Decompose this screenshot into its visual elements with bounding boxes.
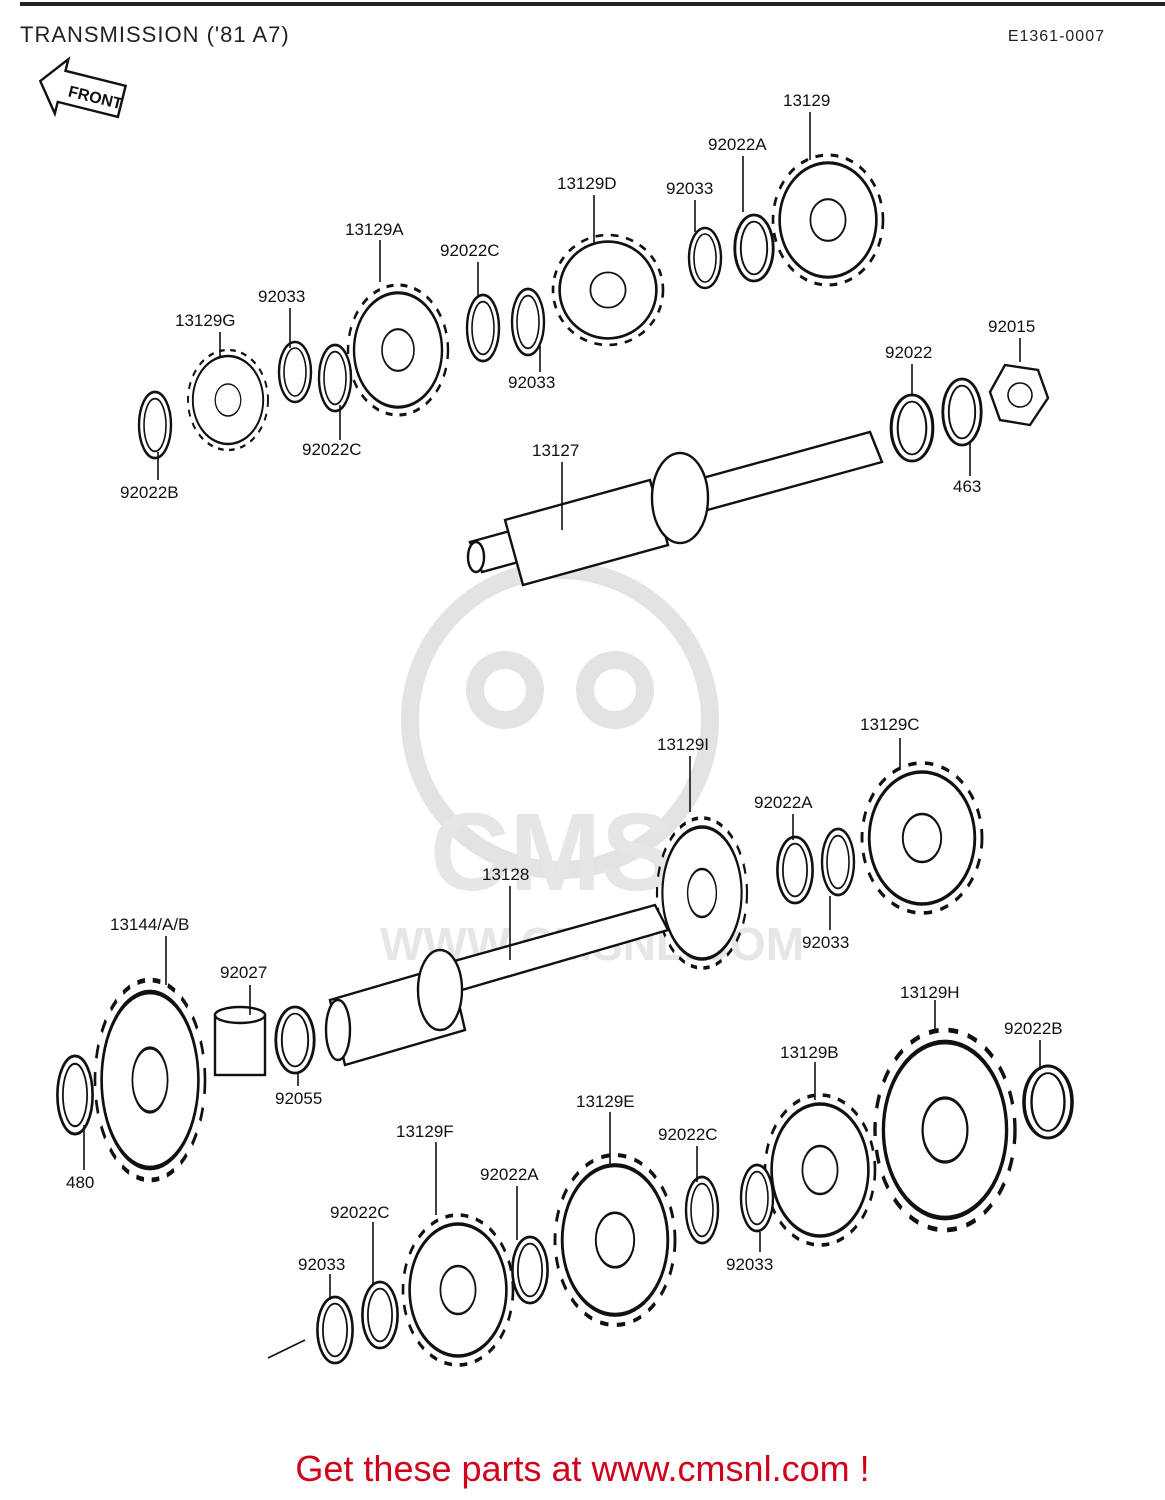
nut-92015[interactable] — [988, 363, 1050, 427]
footer-cta-link[interactable]: Get these parts at www.cmsnl.com ! — [295, 1448, 870, 1489]
label-92022B-top: 92022B — [120, 483, 179, 502]
label-92022C-bot1: 92022C — [658, 1125, 718, 1144]
washer-92022B-bot[interactable] — [1022, 1064, 1074, 1140]
label-13129G: 13129G — [175, 311, 236, 330]
ring-92022A-bot[interactable] — [511, 1235, 549, 1305]
front-arrow-icon: FRONT — [38, 56, 128, 119]
part-labels: 13129 92022A 92033 13129D 13129A 92022C … — [66, 91, 1063, 1274]
circlip-92033-top2[interactable] — [510, 287, 546, 357]
part-13129B[interactable] — [763, 1093, 877, 1247]
label-463: 463 — [953, 477, 981, 496]
label-13144: 13144/A/B — [110, 915, 189, 934]
part-13129G[interactable] — [186, 348, 270, 452]
circlip-92033-bot2[interactable] — [316, 1295, 354, 1365]
label-13129C: 13129C — [860, 715, 920, 734]
part-13127-shaft[interactable] — [466, 430, 884, 587]
lower-axis-line — [267, 1339, 306, 1359]
ring-92022C-top1[interactable] — [465, 293, 501, 363]
part-13129F[interactable] — [401, 1213, 515, 1367]
label-92015: 92015 — [988, 317, 1035, 336]
washer-463[interactable] — [941, 377, 983, 447]
label-92033-mid: 92033 — [802, 933, 849, 952]
label-92027: 92027 — [220, 963, 267, 982]
collar-92027[interactable] — [213, 1005, 267, 1077]
diagram-title: TRANSMISSION ('81 A7) — [20, 22, 290, 47]
washer-92022B-top[interactable] — [137, 390, 173, 460]
label-480: 480 — [66, 1173, 94, 1192]
part-13128-shaft[interactable] — [324, 903, 670, 1067]
label-92022C-bot2: 92022C — [330, 1203, 390, 1222]
ring-92022C-bot2[interactable] — [361, 1280, 399, 1350]
label-92022C-top1: 92022C — [440, 241, 500, 260]
label-13129F: 13129F — [396, 1122, 454, 1141]
label-92033-top2: 92033 — [508, 373, 555, 392]
part-13129C[interactable] — [860, 761, 984, 915]
label-13129D: 13129D — [557, 174, 617, 193]
label-13128: 13128 — [482, 865, 529, 884]
label-13127: 13127 — [532, 441, 579, 460]
exploded-diagram: CMS WWW.CMSNL.COM FRONT — [38, 56, 1074, 1367]
label-13129I: 13129I — [657, 735, 709, 754]
circlip-92033-mid[interactable] — [820, 827, 856, 897]
ring-92022A-top[interactable] — [733, 213, 775, 283]
label-92022C-top2: 92022C — [302, 440, 362, 459]
label-92022B-bot: 92022B — [1004, 1019, 1063, 1038]
circlip-92033-top3[interactable] — [277, 340, 313, 404]
label-92033-bot2: 92033 — [298, 1255, 345, 1274]
watermark-text: CMS — [430, 791, 674, 914]
label-13129H: 13129H — [900, 983, 960, 1002]
part-13129-top[interactable] — [771, 153, 885, 287]
leader-lines — [83, 112, 1041, 1300]
label-92022-top: 92022 — [885, 343, 932, 362]
part-13129A[interactable] — [346, 283, 450, 417]
diagram-code: E1361-0007 — [1007, 28, 1105, 45]
label-92022A-mid: 92022A — [754, 793, 813, 812]
part-13129D[interactable] — [551, 233, 665, 347]
label-92033-top3: 92033 — [258, 287, 305, 306]
part-13144[interactable] — [95, 980, 205, 1180]
ring-92022C-bot1[interactable] — [684, 1175, 720, 1245]
circlip-92033-top1[interactable] — [687, 226, 723, 290]
circlip-92033-bot1[interactable] — [739, 1163, 775, 1233]
label-92033-top1: 92033 — [666, 179, 713, 198]
top-rule — [20, 2, 1165, 6]
ring-92055[interactable] — [274, 1005, 316, 1075]
ring-92022C-top2[interactable] — [317, 343, 353, 413]
label-13129-top: 13129 — [783, 91, 830, 110]
label-13129A: 13129A — [345, 220, 404, 239]
circlip-480[interactable] — [55, 1054, 95, 1136]
label-13129B: 13129B — [780, 1043, 839, 1062]
part-13129E[interactable] — [555, 1155, 675, 1325]
label-92022A-bot: 92022A — [480, 1165, 539, 1184]
label-92022A-top: 92022A — [708, 135, 767, 154]
ring-92022A-mid[interactable] — [776, 835, 814, 905]
label-92033-bot1: 92033 — [726, 1255, 773, 1274]
label-92055: 92055 — [275, 1089, 322, 1108]
washer-92022-top[interactable] — [889, 393, 935, 463]
part-13129H[interactable] — [875, 1030, 1015, 1230]
label-13129E: 13129E — [576, 1092, 635, 1111]
